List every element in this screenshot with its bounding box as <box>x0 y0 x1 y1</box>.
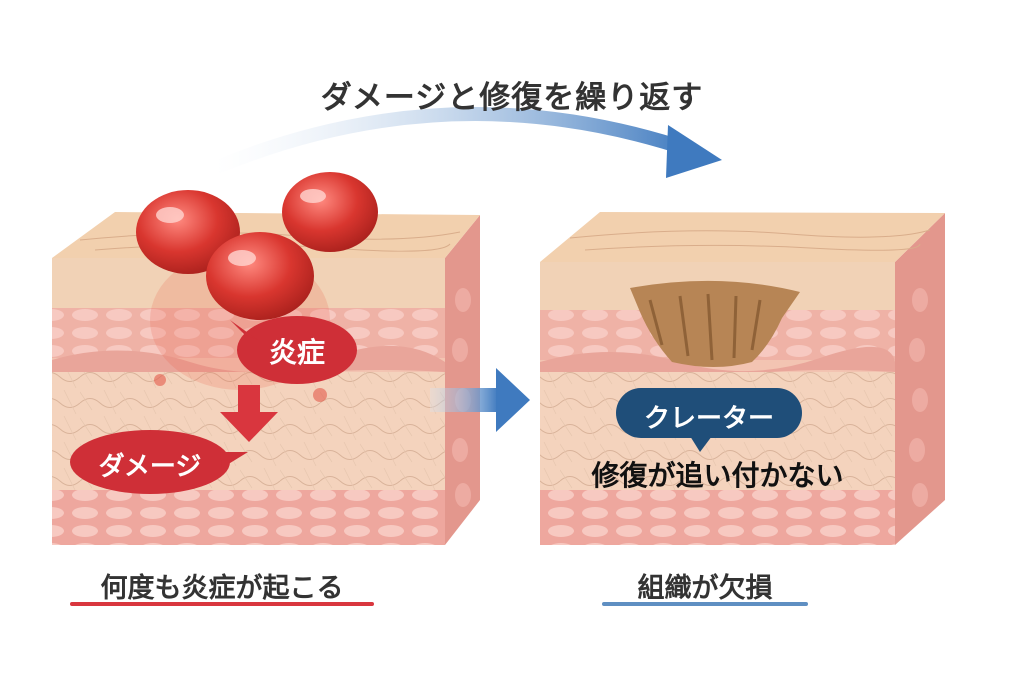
crater <box>630 280 800 367</box>
left-caption-underline <box>70 602 374 606</box>
right-skin-block <box>540 212 945 545</box>
right-caption: 組織が欠損 <box>637 573 773 604</box>
inflammation-bubble <box>237 316 357 384</box>
cycle-arrow-head <box>666 125 722 178</box>
repair-note: 修復が追い付かない <box>591 459 844 492</box>
cycle-arrow <box>208 107 697 175</box>
right-caption-underline <box>602 602 808 606</box>
crater-label: クレーター <box>643 404 774 434</box>
left-skin-block <box>52 172 480 545</box>
inflammation-label: 炎症 <box>268 336 325 369</box>
damage-arrow <box>238 385 260 415</box>
left-caption: 何度も炎症が起こる <box>100 573 344 604</box>
transition-arrow <box>496 368 530 432</box>
page-title: ダメージと修復を繰り返す <box>320 80 704 116</box>
damage-label: ダメージ <box>98 452 202 482</box>
inflamed-bump <box>282 172 378 252</box>
inflamed-bump <box>206 232 314 320</box>
crater-bubble <box>616 388 802 438</box>
damage-bubble <box>70 430 230 494</box>
